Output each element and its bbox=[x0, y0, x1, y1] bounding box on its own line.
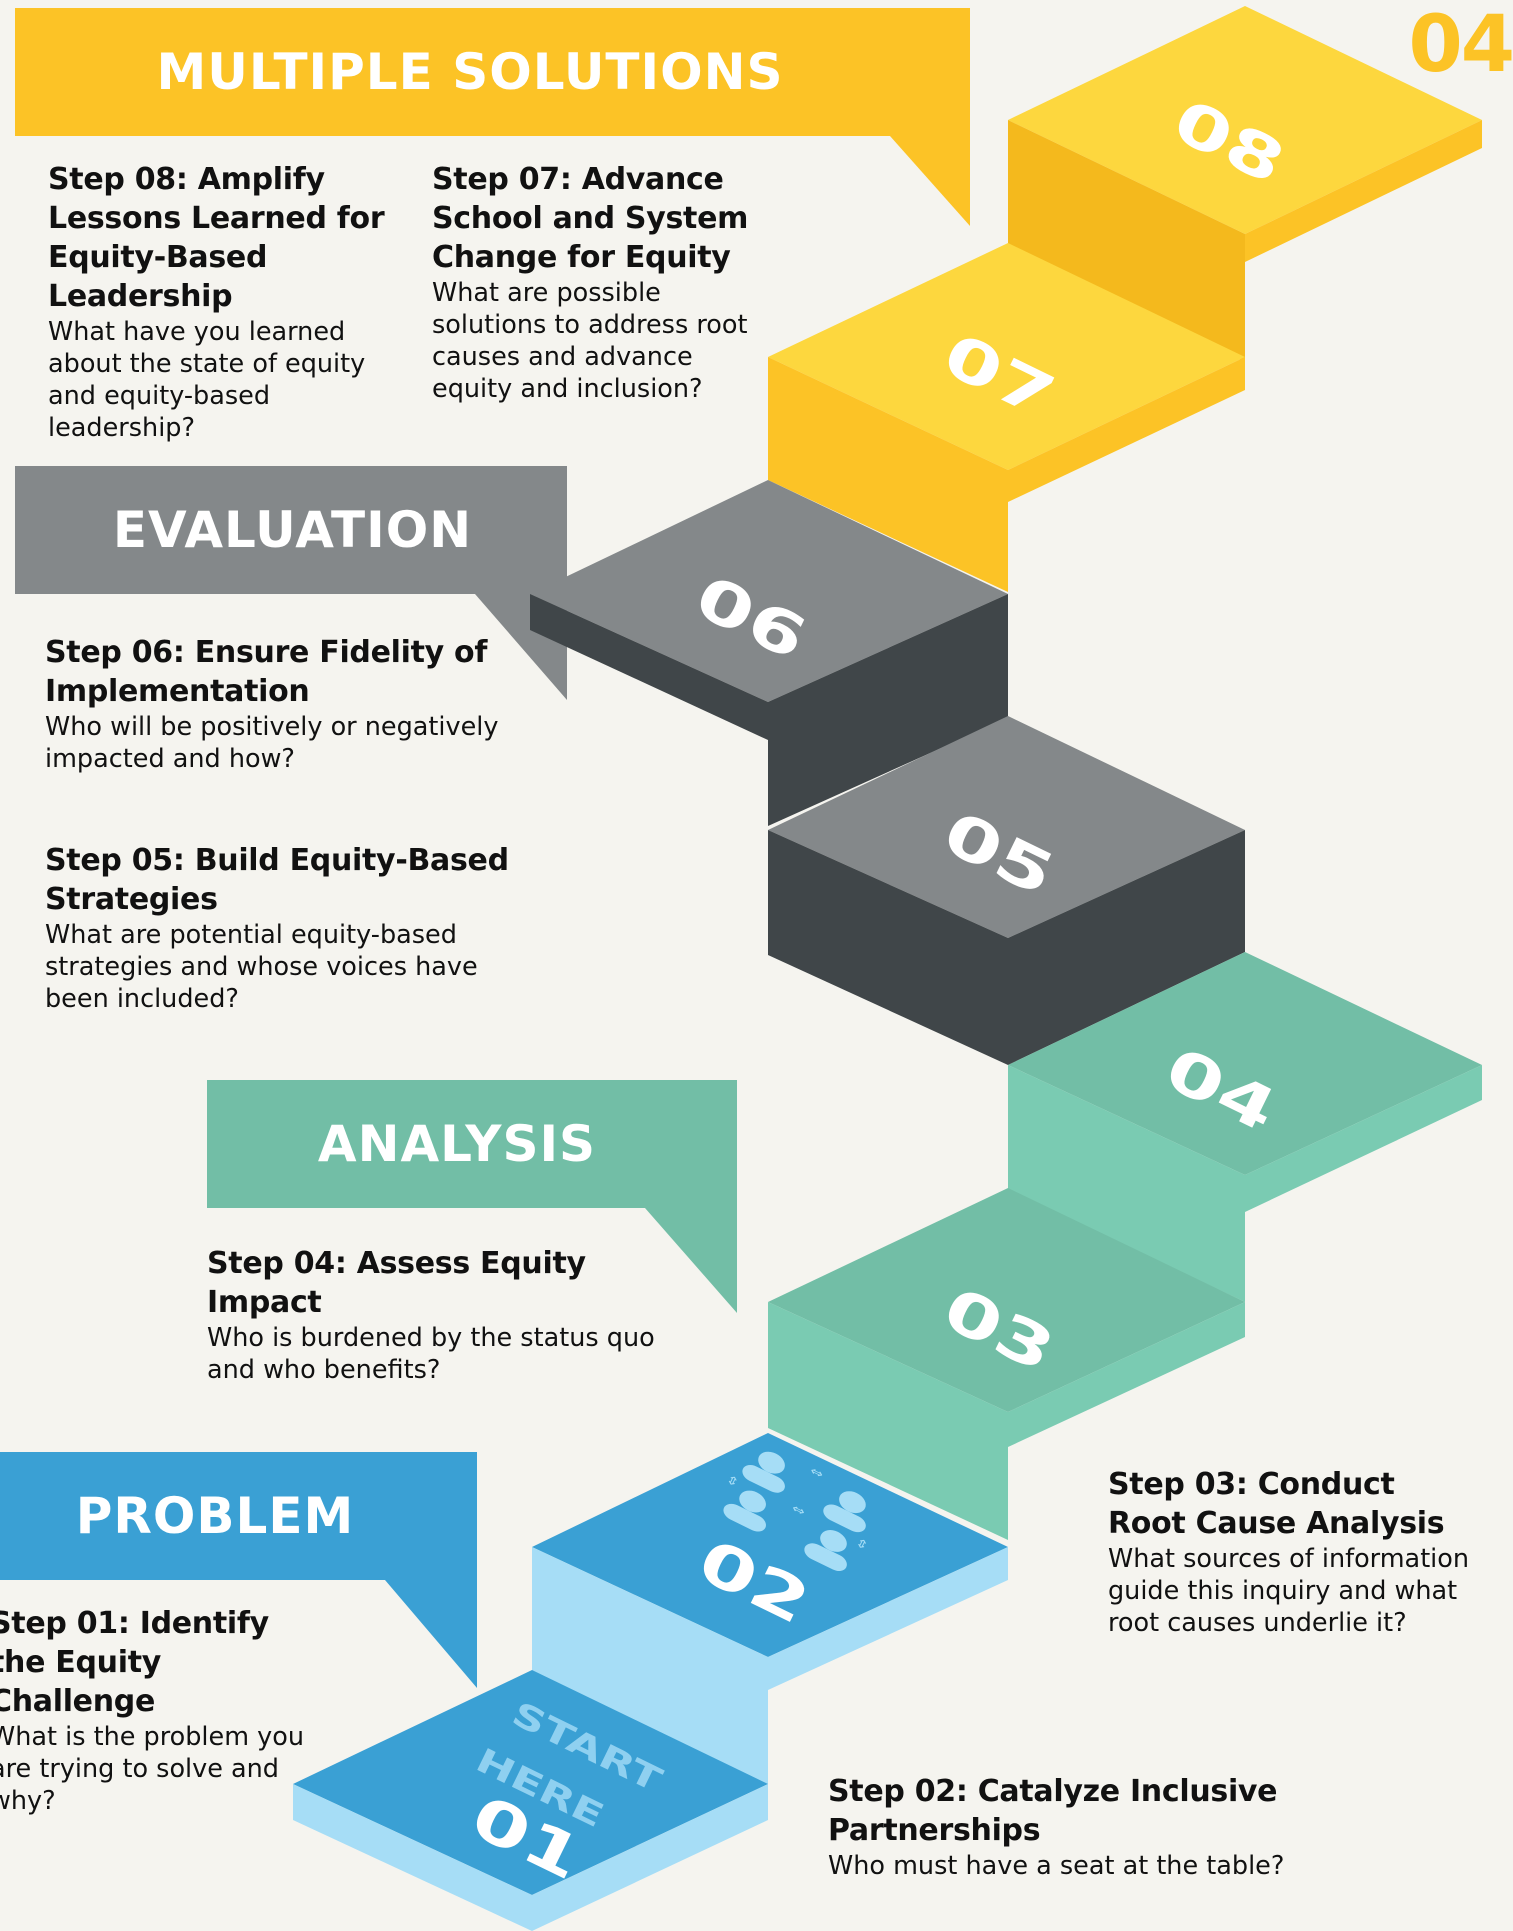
stair-02: 02 ⇔ ⇔ ⇕ ⇕ bbox=[532, 1433, 1008, 1785]
banner-multiple-solutions bbox=[15, 8, 970, 226]
step-07-text: Step 07: Advance School and System Chang… bbox=[432, 160, 772, 405]
banner-title-evaluation: EVALUATION bbox=[112, 501, 473, 559]
step-05-question: What are potential equity-based strategi… bbox=[45, 920, 478, 1014]
step-01-title: Step 01: Identify the Equity Challenge bbox=[0, 1606, 269, 1719]
stair-03: 03 bbox=[768, 1188, 1245, 1540]
step-03-text: Step 03: Conduct Root Cause Analysis Wha… bbox=[1108, 1465, 1478, 1639]
step-06-text: Step 06: Ensure Fidelity of Implementati… bbox=[45, 633, 535, 775]
step-01-question: What is the problem you are trying to so… bbox=[0, 1722, 305, 1816]
step-05-title: Step 05: Build Equity-Based Strategies bbox=[45, 843, 509, 917]
step-08-text: Step 08: Amplify Lessons Learned for Equ… bbox=[48, 160, 388, 444]
step-03-question: What sources of information guide this i… bbox=[1108, 1544, 1470, 1638]
step-02-question: Who must have a seat at the table? bbox=[828, 1851, 1285, 1881]
step-02-title: Step 02: Catalyze Inclusive Partnerships bbox=[828, 1774, 1278, 1848]
svg-text:⇔: ⇔ bbox=[789, 1502, 807, 1520]
step-03-title: Step 03: Conduct Root Cause Analysis bbox=[1108, 1467, 1445, 1541]
step-08-question: What have you learned about the state of… bbox=[48, 317, 366, 443]
step-07-title: Step 07: Advance School and System Chang… bbox=[432, 162, 749, 275]
stair-07: 07 bbox=[768, 243, 1245, 592]
svg-text:⇕: ⇕ bbox=[723, 1473, 741, 1491]
step-08-title: Step 08: Amplify Lessons Learned for Equ… bbox=[48, 162, 385, 314]
step-04-title: Step 04: Assess Equity Impact bbox=[207, 1246, 586, 1320]
stair-08: 08 bbox=[1008, 6, 1482, 362]
stair-01: START HERE 01 bbox=[293, 1670, 768, 1931]
banner-title-analysis: ANALYSIS bbox=[317, 1115, 597, 1173]
step-06-question: Who will be positively or negatively imp… bbox=[45, 712, 499, 774]
banner-evaluation bbox=[15, 466, 567, 700]
page-number: 04 bbox=[1408, 0, 1513, 90]
banner-problem bbox=[0, 1452, 477, 1688]
step-06-title: Step 06: Ensure Fidelity of Implementati… bbox=[45, 635, 488, 709]
step-01-text: Step 01: Identify the Equity Challenge W… bbox=[0, 1604, 330, 1817]
banner-analysis bbox=[207, 1080, 737, 1313]
svg-text:⇕: ⇕ bbox=[853, 1536, 871, 1554]
step-04-text: Step 04: Assess Equity Impact Who is bur… bbox=[207, 1244, 707, 1386]
svg-text:⇔: ⇔ bbox=[808, 1464, 826, 1482]
step-04-question: Who is burdened by the status quo and wh… bbox=[207, 1323, 655, 1385]
banner-title-problem: PROBLEM bbox=[75, 1487, 355, 1545]
people-network-icon: ⇔ ⇔ ⇕ ⇕ bbox=[723, 1451, 871, 1572]
step-02-text: Step 02: Catalyze Inclusive Partnerships… bbox=[828, 1772, 1298, 1882]
step-07-question: What are possible solutions to address r… bbox=[432, 278, 748, 404]
banner-title-multiple-solutions: MULTIPLE SOLUTIONS bbox=[156, 43, 784, 101]
stair-06: 06 bbox=[530, 480, 1008, 826]
step-05-text: Step 05: Build Equity-Based Strategies W… bbox=[45, 841, 525, 1015]
stair-04: 04 bbox=[1008, 952, 1482, 1302]
stair-05: 05 bbox=[768, 716, 1245, 1065]
